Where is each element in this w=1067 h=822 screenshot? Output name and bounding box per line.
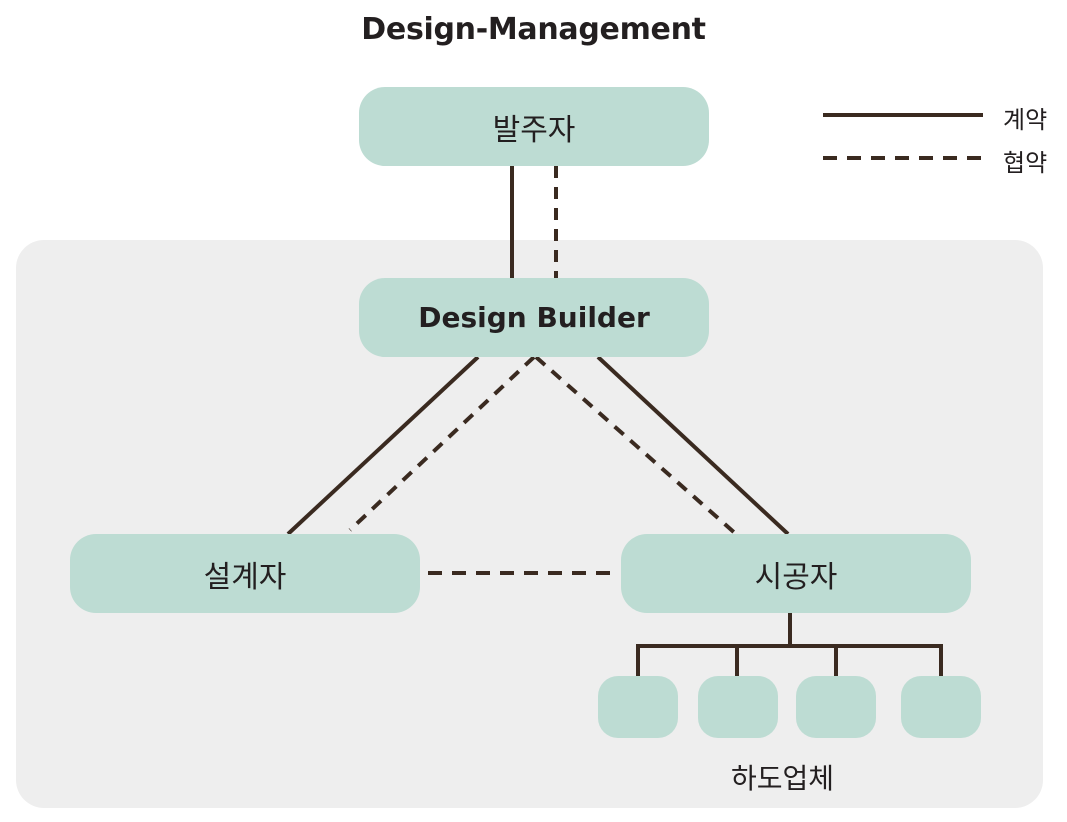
db-constructor-contract-line — [596, 355, 790, 536]
db-designer-cooperation-line — [348, 355, 536, 532]
legend-contract-label: 계약 — [1003, 106, 1048, 134]
db-constructor-cooperation-line — [534, 355, 738, 536]
subcontractor-node-4 — [901, 676, 981, 738]
owner-label: 발주자 — [492, 112, 576, 148]
diagram-title: Design-Management — [361, 12, 706, 47]
db-designer-contract-line — [286, 355, 480, 536]
design-builder-label: Design Builder — [418, 301, 650, 334]
subcontractor-node-2 — [698, 676, 778, 738]
designer-label: 설계자 — [203, 559, 287, 595]
constructor-node: 시공자 — [621, 534, 971, 613]
subcontractors-label: 하도업체 — [731, 762, 835, 795]
subcontractor-node-1 — [598, 676, 678, 738]
design-builder-node: Design Builder — [359, 278, 709, 357]
constructor-label: 시공자 — [754, 559, 838, 595]
designer-node: 설계자 — [70, 534, 420, 613]
owner-node: 발주자 — [359, 87, 709, 166]
subcontractor-node-3 — [796, 676, 876, 738]
legend-cooperation-label: 협약 — [1003, 149, 1048, 177]
